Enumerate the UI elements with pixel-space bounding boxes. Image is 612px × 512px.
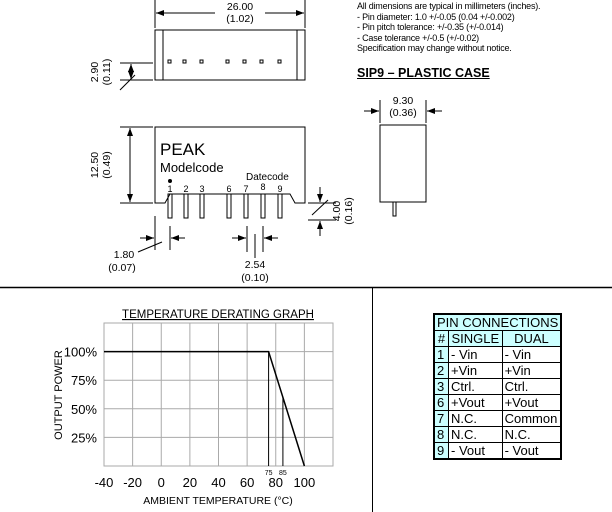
pin-number-cell: 8 xyxy=(433,426,449,443)
pitch-in: (0.10) xyxy=(241,272,268,284)
pin-number-cell: 1 xyxy=(433,346,449,363)
x-tick-label: 20 xyxy=(183,475,197,490)
depth-mm: 9.30 xyxy=(393,95,414,107)
dual-cell: Ctrl. xyxy=(501,378,562,395)
column-header: DUAL xyxy=(501,330,562,347)
note-line: - Pin diameter: 1.0 +/-0.05 (0.04 +/-0.0… xyxy=(357,11,515,22)
chart-title: TEMPERATURE DERATING GRAPH xyxy=(122,309,314,321)
side-view xyxy=(154,126,306,219)
dual-cell: - Vout xyxy=(501,442,562,460)
marker-label: 75 xyxy=(265,470,273,477)
table-title: PIN CONNECTIONS xyxy=(433,313,562,331)
x-tick-label: 40 xyxy=(211,475,225,490)
height-in: (0.49) xyxy=(101,151,113,178)
table-row: 1- Vin- Vin xyxy=(433,346,562,363)
table-row: 2+Vin+Vin xyxy=(433,362,562,379)
depth-in: (0.36) xyxy=(389,107,416,119)
y-tick-label: 100% xyxy=(64,345,98,360)
single-cell: - Vout xyxy=(448,442,503,460)
marker-label: 85 xyxy=(279,470,287,477)
derating-chart: 75 85 -40 -20 0 20 40 60 80 100 25% 50% 75% 100% TEMPE… xyxy=(53,309,334,507)
y-tick-label: 75% xyxy=(71,373,97,388)
note-line: - Case tolerance +/-0.5 (+/-0.02) xyxy=(357,32,479,43)
dual-cell: N.C. xyxy=(501,426,562,443)
y-tick-label: 25% xyxy=(71,430,97,445)
pin-number-cell: 7 xyxy=(433,410,449,427)
single-cell: Ctrl. xyxy=(448,378,503,395)
table-row: 9- Vout- Vout xyxy=(433,442,562,460)
table-row: 6+Vout+Vout xyxy=(433,394,562,411)
single-cell: N.C. xyxy=(448,410,503,427)
x-tick-label: -20 xyxy=(123,475,142,490)
x-tick-label: 0 xyxy=(158,475,165,490)
pin-number: 1 xyxy=(167,184,172,194)
y-tick-label: 50% xyxy=(71,402,97,417)
dual-cell: - Vin xyxy=(501,346,562,363)
single-cell: N.C. xyxy=(448,426,503,443)
single-cell: +Vout xyxy=(448,394,503,411)
pin-len-mm: 2.90 xyxy=(89,62,101,83)
width-mm: 26.00 xyxy=(227,1,253,13)
note-line: Specification may change without notice. xyxy=(357,43,512,53)
dual-cell: Common xyxy=(501,410,562,427)
offset-mm: 1.80 xyxy=(114,249,135,261)
single-cell: - Vin xyxy=(448,346,503,363)
single-cell: +Vin xyxy=(448,362,503,379)
note-line: All dimensions are typical in millimeter… xyxy=(357,1,541,11)
x-tick-label: -40 xyxy=(95,475,114,490)
pin-connections-table: PIN CONNECTIONS # SINGLE DUAL 1- Vin- Vi… xyxy=(433,313,563,460)
pin-len-in: (0.11) xyxy=(101,59,113,86)
pin-number: 6 xyxy=(226,184,231,194)
pin-number: 3 xyxy=(199,184,204,194)
offset-in: (0.07) xyxy=(108,262,135,274)
pin-number-cell: 6 xyxy=(433,394,449,411)
dual-cell: +Vin xyxy=(501,362,562,379)
note-line: - Pin pitch tolerance: +/-0.35 (+/-0.014… xyxy=(357,22,504,32)
dual-cell: +Vout xyxy=(501,394,562,411)
model-label: Modelcode xyxy=(160,160,224,175)
pin-number-cell: 3 xyxy=(433,378,449,395)
y-axis-label: OUTPUT POWER xyxy=(53,350,65,440)
width-in: (1.02) xyxy=(226,13,253,25)
pin-number: 7 xyxy=(243,184,248,194)
height-mm: 12.50 xyxy=(89,152,101,178)
pin-number-cell: 9 xyxy=(433,442,449,460)
pin-number: 9 xyxy=(277,184,282,194)
column-header: SINGLE xyxy=(448,330,503,347)
datecode-label: Datecode xyxy=(246,172,289,183)
case-title: SIP9 – PLASTIC CASE xyxy=(357,66,490,80)
end-view xyxy=(379,124,427,217)
pin-number-cell: 2 xyxy=(433,362,449,379)
pin-number: 8 xyxy=(260,182,265,192)
brand-label: PEAK xyxy=(160,140,206,159)
column-header: # xyxy=(433,330,449,347)
x-axis-label: AMBIENT TEMPERATURE (°C) xyxy=(143,495,292,507)
top-view xyxy=(154,29,306,81)
pin-number: 2 xyxy=(183,184,188,194)
x-tick-label: 100 xyxy=(294,475,316,490)
derating-line xyxy=(104,350,306,467)
plot-frame xyxy=(103,322,334,467)
standoff-in: (0.16) xyxy=(343,197,355,224)
pitch-mm: 2.54 xyxy=(245,259,266,271)
standoff-mm: 4.00 xyxy=(331,201,343,222)
x-tick-label: 80 xyxy=(269,475,283,490)
x-tick-label: 60 xyxy=(240,475,254,490)
dimension-notes: All dimensions are typical in millimeter… xyxy=(357,1,541,54)
